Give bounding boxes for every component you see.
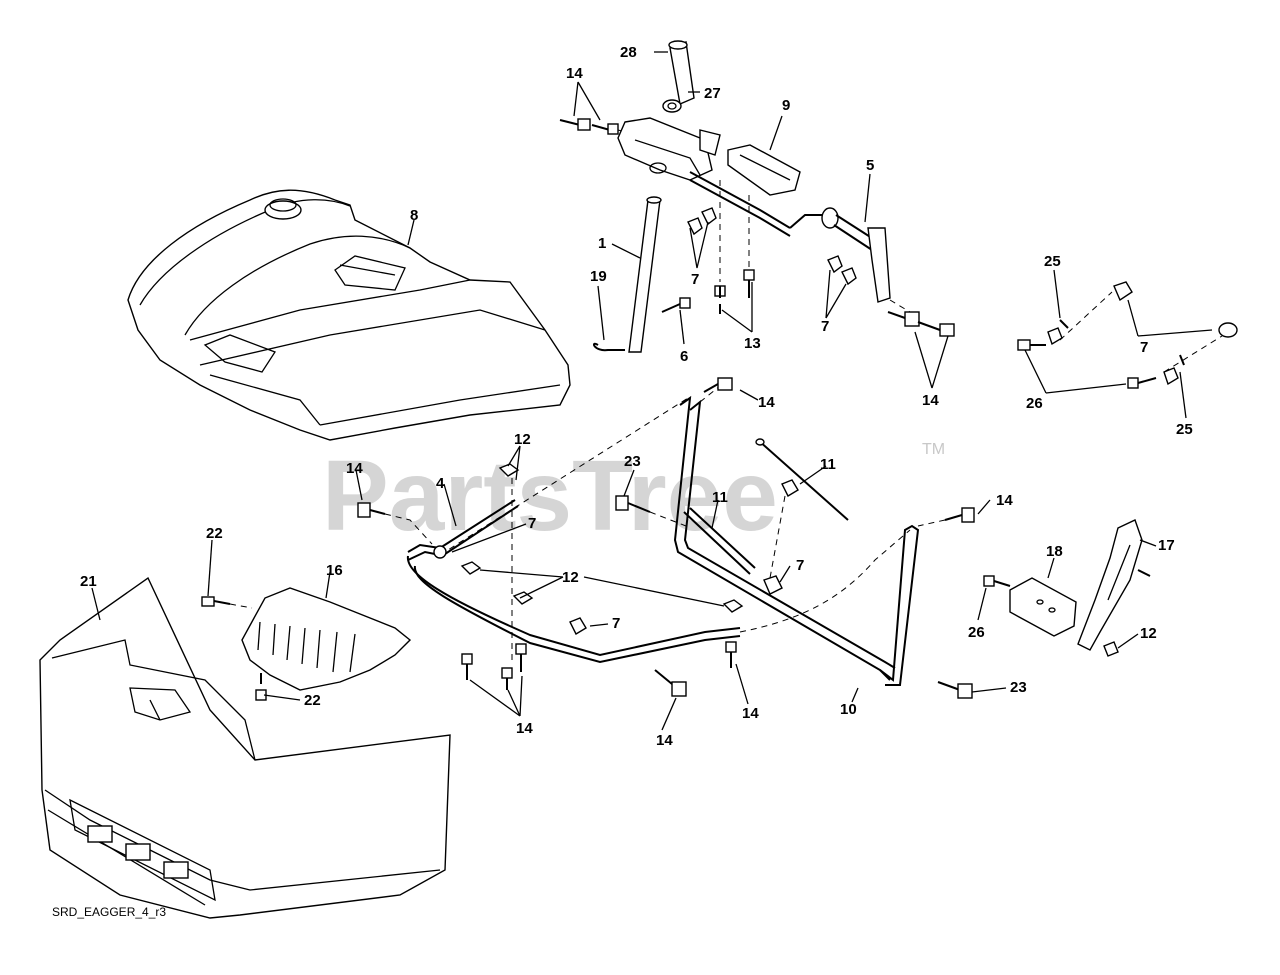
callout-22: 22 [304, 692, 321, 709]
part-14-bolts-right [887, 299, 955, 337]
callout-7: 7 [612, 615, 620, 632]
callout-12: 12 [1140, 625, 1157, 642]
callout-12: 12 [562, 569, 579, 586]
part-17-bracket [1077, 519, 1151, 657]
callout-14: 14 [758, 394, 775, 411]
callout-13: 13 [744, 335, 761, 352]
part-7-nuts-frame [569, 479, 799, 635]
diagram-code: SRD_EAGGER_4_r3 [52, 905, 166, 919]
callout-14: 14 [742, 705, 759, 722]
part-14-bolt-left [357, 502, 433, 545]
callout-10: 10 [840, 701, 857, 718]
part-28-sleeve [668, 40, 695, 105]
callout-22: 22 [206, 525, 223, 542]
callout-7: 7 [691, 271, 699, 288]
leader-lines [91, 51, 1213, 731]
part-14-bolt-frame-right [917, 507, 975, 527]
part-18-plate [983, 575, 1077, 637]
callout-26: 26 [968, 624, 985, 641]
callout-25: 25 [1044, 253, 1061, 270]
callout-27: 27 [704, 85, 721, 102]
callout-17: 17 [1158, 537, 1175, 554]
part-14-bolt-frame-top [703, 377, 733, 393]
part-8-hood-cover [127, 189, 571, 441]
part-1-steering-column [628, 196, 662, 353]
callout-19: 19 [590, 268, 607, 285]
part-23-bolt-left [615, 495, 687, 527]
callout-8: 8 [410, 207, 418, 224]
callout-5: 5 [866, 157, 874, 174]
part-21-front-panel [39, 576, 451, 919]
callout-18: 18 [1046, 543, 1063, 560]
part-5-shaft [689, 171, 891, 303]
part-14-bolts-bottom [461, 641, 737, 697]
part-22-bolt-lower [255, 673, 267, 701]
callout-23: 23 [624, 453, 641, 470]
callout-14: 14 [922, 392, 939, 409]
callout-26: 26 [1026, 395, 1043, 412]
callout-28: 28 [620, 44, 637, 61]
part-13-bolts [714, 180, 755, 314]
callout-14: 14 [566, 65, 583, 82]
part-16-heat-shield [241, 587, 412, 691]
part-14-bolts-top [559, 118, 641, 137]
callout-25: 25 [1176, 421, 1193, 438]
watermark-text: PartsTree [322, 440, 778, 552]
part-11-rod-right [755, 438, 849, 521]
part-27-bushing [662, 99, 682, 113]
callout-14: 14 [516, 720, 533, 737]
watermark-trademark: TM [922, 441, 945, 458]
callout-7: 7 [1140, 339, 1148, 356]
callout-7: 7 [528, 515, 536, 532]
callout-1: 1 [598, 235, 606, 252]
callout-21: 21 [80, 573, 97, 590]
callout-14: 14 [656, 732, 673, 749]
part-9-cover-plate [727, 144, 801, 196]
callout-23: 23 [1010, 679, 1027, 696]
part-25-26-hardware-right [1017, 281, 1238, 389]
part-4-rod [433, 499, 519, 559]
part-6-pin [661, 297, 691, 313]
callout-9: 9 [782, 97, 790, 114]
part-bracket-steering [617, 117, 721, 181]
part-11-rod-left [683, 507, 756, 575]
callout-11: 11 [820, 456, 836, 473]
callout-12: 12 [514, 431, 531, 448]
callout-6: 6 [680, 348, 688, 365]
callout-4: 4 [436, 475, 445, 492]
part-10-frame [406, 385, 920, 686]
callout-7: 7 [821, 318, 829, 335]
callout-16: 16 [326, 562, 343, 579]
part-7-nuts-top [687, 207, 857, 286]
part-22-bolt-upper [201, 596, 253, 609]
part-19-clip [592, 342, 625, 352]
callout-11: 11 [712, 489, 728, 506]
part-23-bolt-right [937, 681, 973, 699]
callout-14: 14 [996, 492, 1013, 509]
callout-labels: 28 27 14 9 8 5 1 19 7 6 13 7 14 25 7 26 … [80, 44, 1193, 749]
callout-14: 14 [346, 460, 363, 477]
callout-7: 7 [796, 557, 804, 574]
